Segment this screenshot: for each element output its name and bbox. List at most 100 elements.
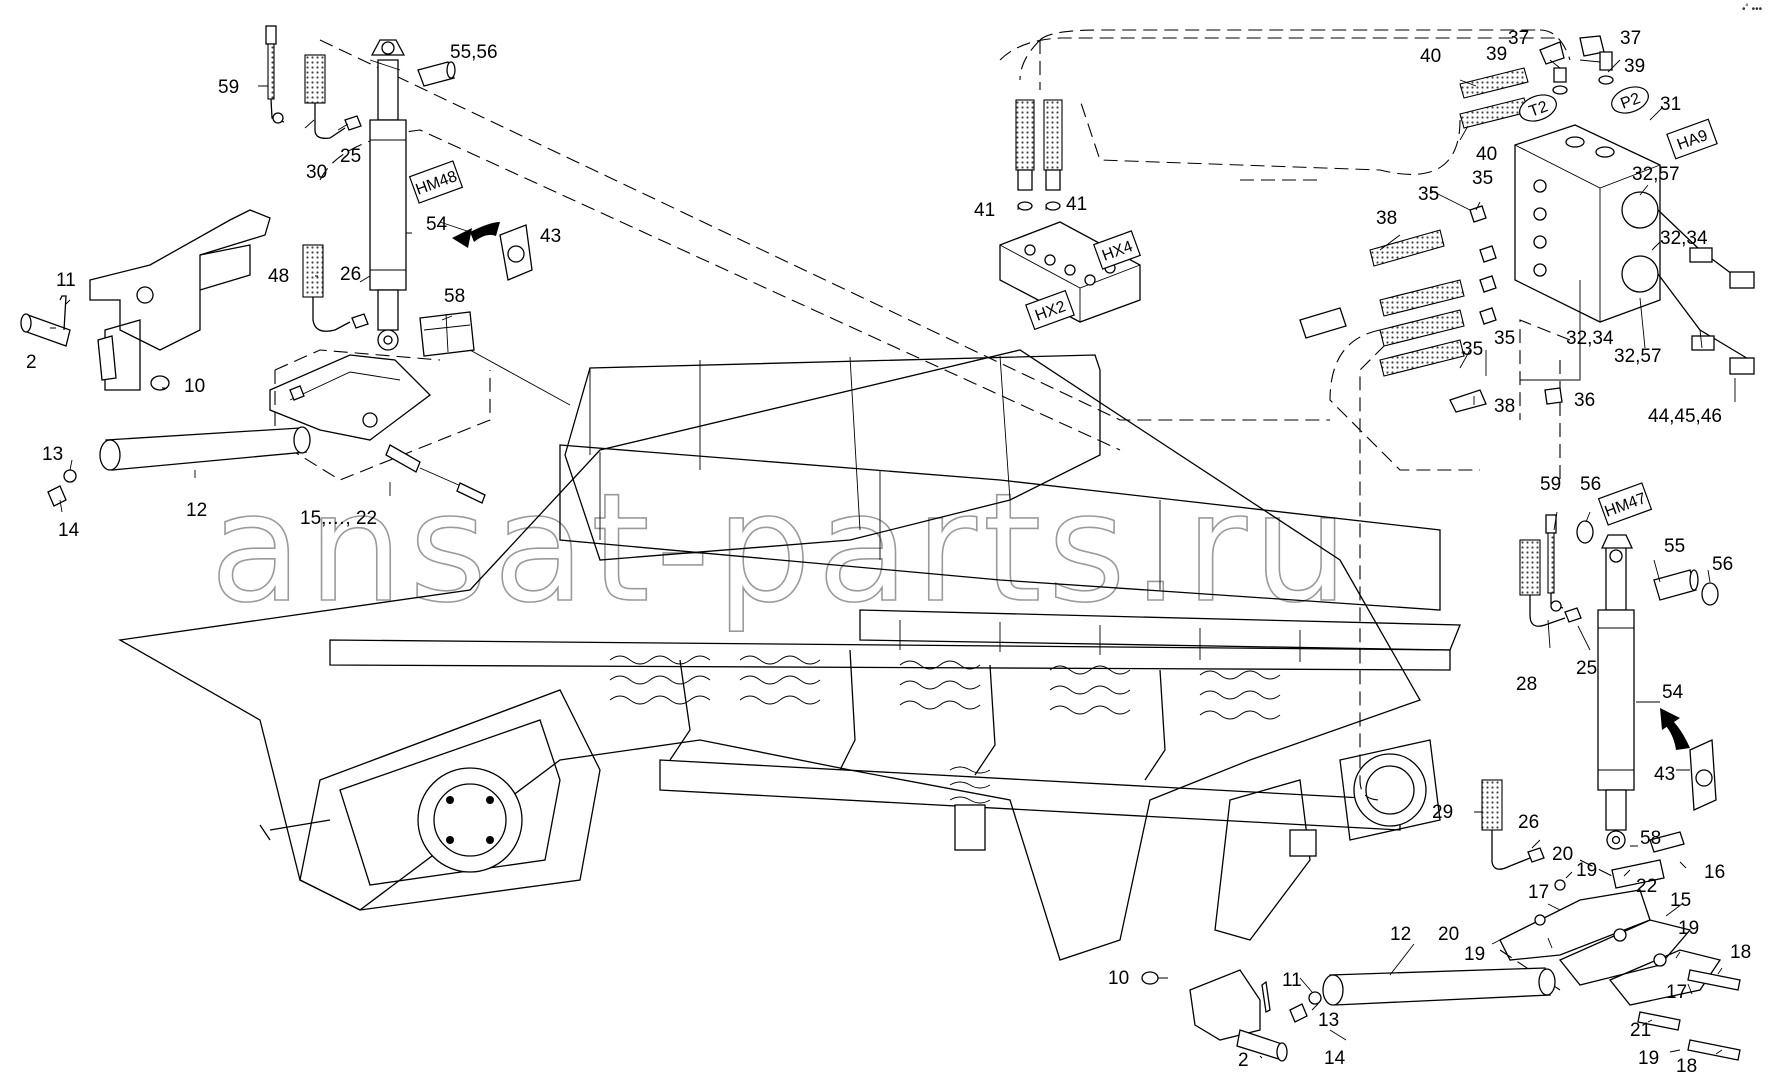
callout: 41: [974, 200, 995, 221]
callout: 32,57: [1632, 164, 1680, 185]
callout: 25: [1576, 658, 1597, 679]
callout: 21: [1630, 1020, 1651, 1041]
valve-block-ha9: [1514, 124, 1755, 405]
callout: 44,45,46: [1648, 406, 1722, 427]
callout: 19: [1464, 944, 1485, 965]
callout: 11: [56, 270, 76, 291]
callout: 26: [340, 264, 361, 285]
callout: 16: [1704, 862, 1725, 883]
callout: 54: [1662, 682, 1684, 703]
leader-lines: [50, 59, 1736, 1059]
callout: 22: [1636, 876, 1657, 897]
callout: 25: [340, 146, 361, 167]
callout: 17: [1528, 882, 1549, 903]
callout: 41: [1066, 194, 1087, 215]
callout-labels: 59 55,56 30 25 54 43 48 26 58 11 2 10 13…: [26, 28, 1751, 1077]
callout: 39: [1486, 44, 1507, 65]
right-mount-plate: [1141, 969, 1322, 1062]
callout: 48: [268, 266, 289, 287]
callout: 35: [1494, 328, 1515, 349]
tag-hx4: HX4: [1092, 230, 1142, 270]
callout: 11: [1282, 970, 1302, 991]
callout: 18: [1676, 1056, 1697, 1077]
callout: 14: [58, 520, 80, 541]
main-frame-assembly: [118, 349, 1461, 961]
left-arm-plate: [89, 209, 271, 391]
tag-t2-label: T2: [1527, 98, 1550, 120]
top-fittings: [1539, 35, 1614, 95]
callout: 19: [1576, 860, 1597, 881]
left-hoses: [302, 54, 369, 332]
callout: 32,57: [1614, 346, 1662, 367]
callout: 39: [1624, 56, 1645, 77]
right-gearbox: [1339, 739, 1441, 841]
callout: 36: [1574, 390, 1595, 411]
callout: 56: [1712, 554, 1733, 575]
callout: 20: [1438, 924, 1459, 945]
callout: 26: [1518, 812, 1539, 833]
callout: 43: [1654, 764, 1675, 785]
manifold-hx: [999, 99, 1141, 323]
sensor-right: [1545, 514, 1564, 612]
callout: 10: [184, 376, 205, 397]
callout: 30: [306, 162, 327, 183]
callout: 31: [1660, 94, 1681, 115]
callout: 40: [1420, 46, 1441, 67]
callout: 35: [1462, 339, 1483, 360]
callout: 37: [1620, 28, 1641, 49]
callout: 55: [1664, 536, 1685, 557]
corner-mark: •˚ •••: [1742, 3, 1763, 15]
callout: 55,56: [450, 42, 498, 63]
tag-p2-label: P2: [1618, 90, 1642, 113]
tag-t2: T2: [1519, 94, 1557, 122]
callout: 59: [218, 77, 239, 98]
callout: 28: [1516, 674, 1537, 695]
hoses-40: [1459, 67, 1529, 129]
pin-55-56-left: [417, 61, 456, 87]
callout: 32,34: [1660, 228, 1708, 249]
callout: 38: [1376, 208, 1397, 229]
left-pin-2: [20, 295, 170, 391]
right-arm-tube-12: [1322, 967, 1556, 1006]
callout: 15: [1670, 890, 1691, 911]
sensor-left: [265, 25, 285, 124]
callout: 13: [42, 444, 63, 465]
callout: 14: [1324, 1048, 1346, 1069]
bracket-58-left: [419, 311, 571, 406]
callout: 2: [26, 352, 37, 373]
spring-row: [609, 655, 1281, 720]
right-link-brackets: [1499, 831, 1722, 1006]
watermark: ansat-parts.ru: [210, 462, 1354, 636]
left-hydraulic-cylinder: [369, 39, 407, 351]
callout: 2: [1238, 1050, 1249, 1071]
tag-hm48: HM48: [408, 160, 464, 204]
left-link-bracket: [269, 349, 491, 481]
hoses-38-35: [1299, 205, 1497, 413]
callout: 12: [186, 500, 207, 521]
callout: 29: [1432, 802, 1453, 823]
callout: 58: [1640, 828, 1661, 849]
callout: 59: [1540, 474, 1561, 495]
callout: 12: [1390, 924, 1411, 945]
bracket-43-left: [452, 222, 533, 281]
callout: 32,34: [1566, 328, 1614, 349]
callout: 17: [1666, 982, 1687, 1003]
callout: 10: [1108, 968, 1129, 989]
tag-hm47: HM47: [1597, 482, 1653, 526]
left-fittings-13-14: [47, 469, 77, 507]
tag-ha9: HA9: [1666, 118, 1718, 160]
callout: 58: [444, 286, 465, 307]
hose-routing-lines: [319, 29, 1571, 801]
callout: 35: [1418, 184, 1439, 205]
bracket-43-right: [1660, 708, 1717, 811]
right-hoses: [1481, 539, 1582, 870]
center-damper: [949, 766, 991, 851]
right-bolts: [1534, 879, 1741, 1061]
left-arm-tube-12: [99, 426, 311, 471]
callout: 15,…, 22: [300, 508, 377, 529]
callout: 13: [1318, 1010, 1339, 1031]
callout: 19: [1678, 918, 1699, 939]
right-hydraulic-cylinder: [1597, 534, 1635, 850]
callout: 54: [426, 214, 448, 235]
